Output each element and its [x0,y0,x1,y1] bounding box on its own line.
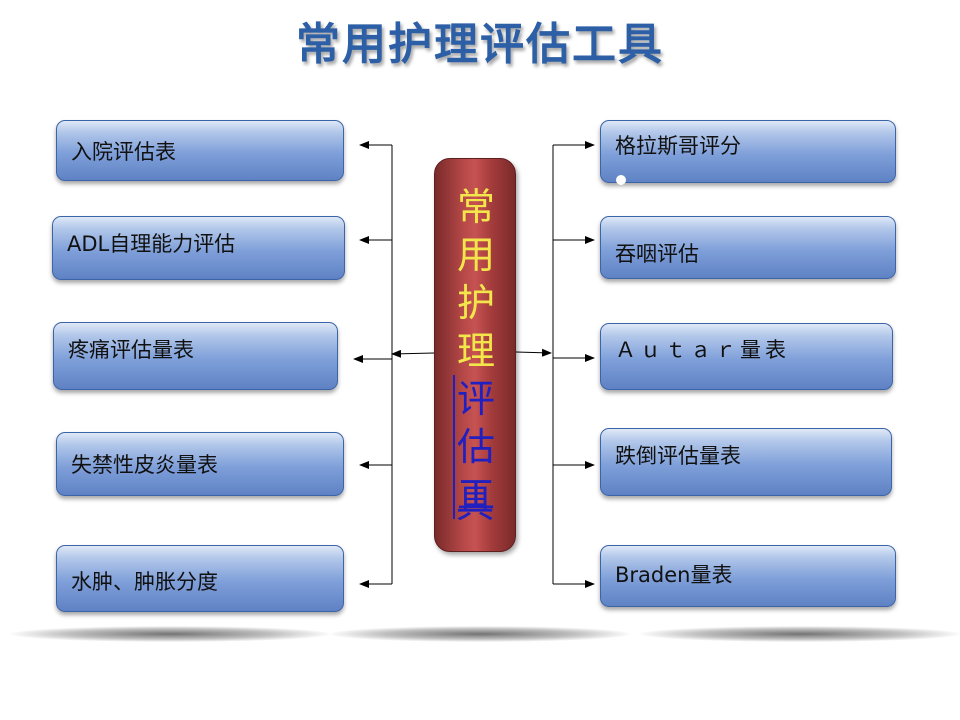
center-char-2: 用 [456,233,495,277]
center-char-7: 工 [456,473,495,517]
center-char-4: 理 [456,329,495,373]
left-box-2: ADL自理能力评估 [52,216,345,280]
center-char-6: 估 [456,425,495,469]
right-box-2: 吞咽评估 [600,216,896,279]
left-box-1: 入院评估表 [56,120,344,181]
bullet-dot [616,175,626,185]
right-box-5: Braden量表 [600,545,896,607]
center-char-1: 常 [456,185,495,229]
center-to-right-arrow [515,348,552,357]
left-box-3-label: 疼痛评估量表 [68,338,194,362]
page-title: 常用护理评估工具 [296,19,664,70]
left-box-5-label: 水肿、肿胀分度 [71,569,218,594]
center-to-left-arrow [391,349,435,358]
right-box-1: 格拉斯哥评分 [600,120,896,183]
left-box-4: 失禁性皮炎量表 [56,432,344,496]
right-box-4-label: 跌倒评估量表 [615,444,741,468]
floor-shadow-center [330,626,630,642]
right-box-5-label: Braden量表 [615,563,733,587]
right-box-4: 跌倒评估量表 [600,428,892,496]
floor-shadow-right [640,626,960,642]
center-char-5: 评 [456,377,495,421]
left-box-2-label: ADL自理能力评估 [67,232,236,256]
left-box-3: 疼痛评估量表 [53,322,338,390]
floor-shadow-left [10,626,330,642]
center-char-3: 护 [456,281,495,325]
left-box-1-label: 入院评估表 [71,139,176,164]
left-box-4-label: 失禁性皮炎量表 [71,453,218,477]
right-box-2-label: 吞咽评估 [615,241,699,266]
left-box-5: 水肿、肿胀分度 [56,545,344,612]
right-box-3: Ａｕｔａｒ量表 [600,323,893,390]
center-blue-rule [453,375,455,519]
center-char-8: 具 [455,482,494,526]
right-box-1-label: 格拉斯哥评分 [615,133,741,158]
center-pillar: 常 用 护 理 评 估 工 [434,158,516,552]
right-box-3-label: Ａｕｔａｒ量表 [615,337,790,362]
